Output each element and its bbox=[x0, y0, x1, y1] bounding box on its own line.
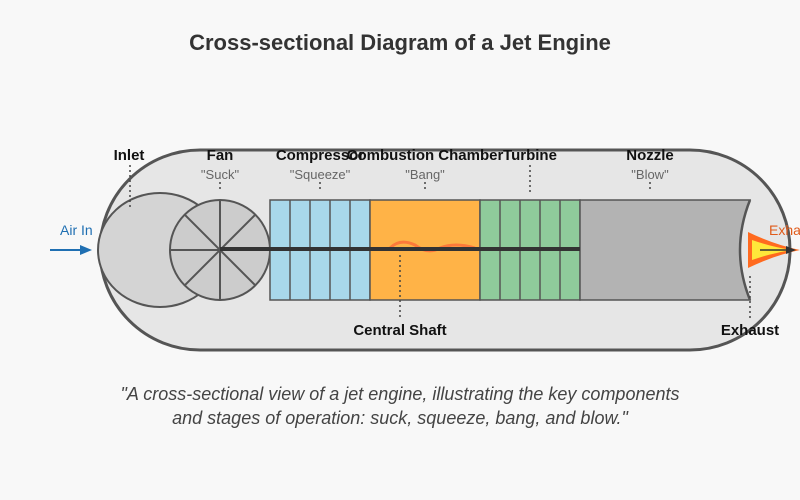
fan-sublabel: "Suck" bbox=[201, 167, 240, 182]
exhaust-flow-label: Exhaust bbox=[769, 222, 800, 238]
compressor-label: Compressor bbox=[276, 147, 365, 164]
nozzle-label: Nozzle bbox=[626, 147, 674, 164]
compressor-sublabel: "Squeeze" bbox=[290, 167, 351, 182]
air-in-arrow bbox=[50, 245, 92, 255]
exhaust-arrow bbox=[760, 246, 796, 254]
nozzle-shape bbox=[579, 199, 752, 301]
combustion-sublabel: "Bang" bbox=[405, 167, 445, 182]
nozzle-outlet bbox=[738, 199, 752, 301]
exhaust-label: Exhaust bbox=[721, 322, 779, 339]
nozzle-sublabel: "Blow" bbox=[631, 167, 669, 182]
combustion-label: Combustion Chamber bbox=[347, 147, 504, 164]
fan-label: Fan bbox=[207, 147, 234, 164]
shaft-label: Central Shaft bbox=[353, 322, 446, 339]
caption-line-2: and stages of operation: suck, squeeze, … bbox=[172, 408, 629, 428]
inlet-label: Inlet bbox=[114, 147, 145, 164]
caption-line-1: "A cross-sectional view of a jet engine,… bbox=[120, 384, 679, 404]
page-title: Cross-sectional Diagram of a Jet Engine bbox=[189, 30, 611, 55]
air-in-label: Air In bbox=[60, 222, 93, 238]
turbine-label: Turbine bbox=[503, 147, 557, 164]
